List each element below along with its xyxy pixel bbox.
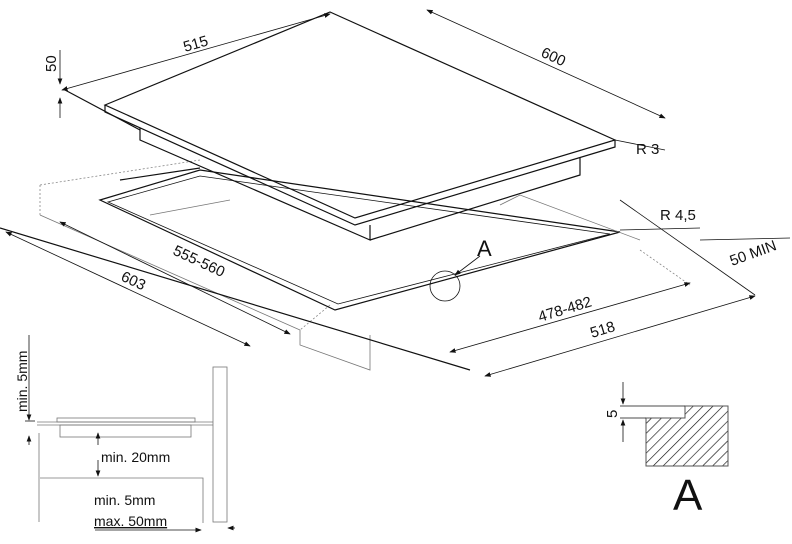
dim-515: 515	[181, 33, 210, 56]
dim-r45: R 4,5	[660, 207, 696, 224]
dim-518: 518	[588, 318, 617, 342]
worktop	[0, 159, 691, 371]
detail-label-a: A	[673, 471, 703, 520]
section-view	[25, 335, 235, 533]
dim-50-min: 50 MIN	[728, 237, 779, 270]
dim-600: 600	[538, 44, 568, 70]
detail-a	[620, 382, 729, 467]
dim-478-482: 478-482	[536, 293, 594, 325]
detail-marker-a: A	[477, 236, 492, 261]
label-top-clearance: min. 5mm	[14, 351, 30, 412]
label-side-max: max. 50mm	[94, 513, 167, 529]
detail-a-circle	[429, 270, 461, 302]
hob	[64, 11, 617, 241]
label-under-clearance: min. 20mm	[101, 449, 170, 465]
dim-r3: R 3	[636, 141, 659, 158]
detail-step-5: 5	[604, 410, 621, 418]
dimension-lines	[5, 9, 791, 377]
dim-50: 50	[43, 55, 60, 72]
dim-555-560: 555-560	[170, 242, 227, 281]
dim-603: 603	[118, 268, 148, 294]
label-side-min: min. 5mm	[94, 492, 155, 508]
